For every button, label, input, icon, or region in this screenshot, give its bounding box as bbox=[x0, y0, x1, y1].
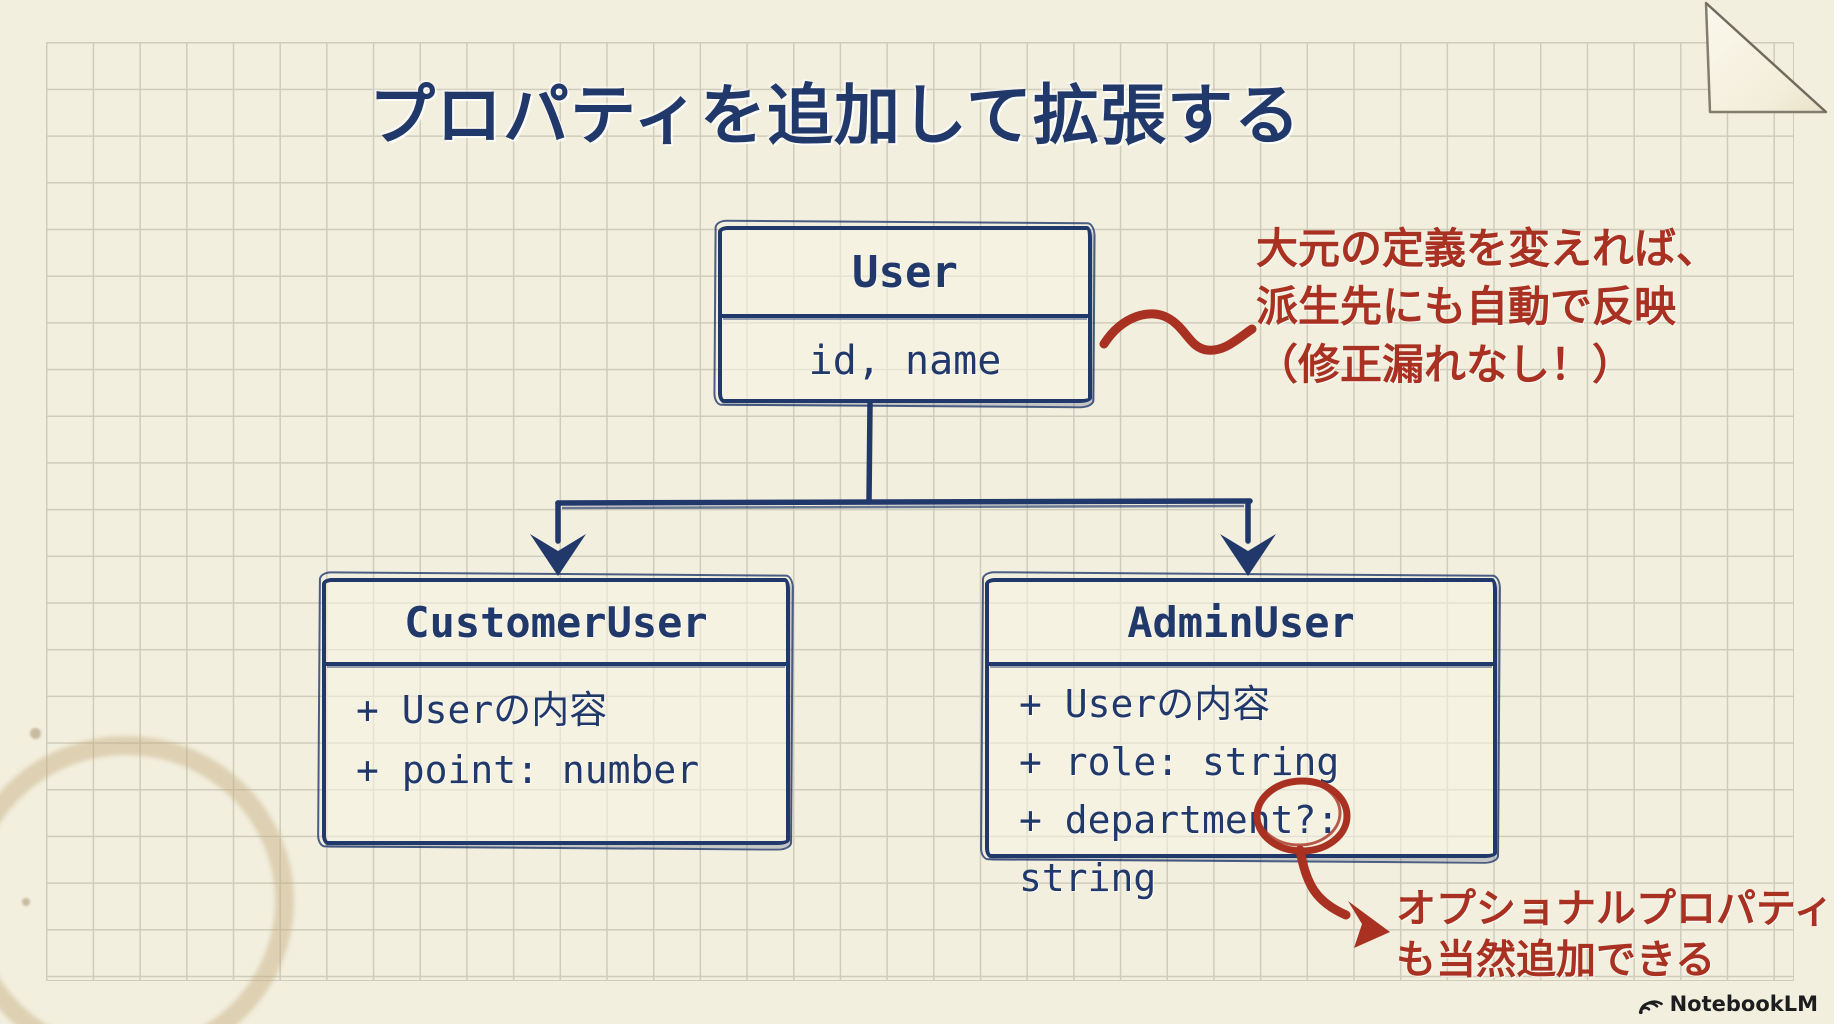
note-line: 大元の定義を変えれば、 bbox=[1256, 224, 1719, 273]
page-title: プロパティを追加して拡張する bbox=[368, 77, 1302, 154]
class-attributes: + Userの内容 + role: string + department?: … bbox=[989, 666, 1493, 907]
notebooklm-logo-text: NotebookLM bbox=[1669, 992, 1818, 1016]
notebooklm-logo-icon bbox=[1638, 1000, 1663, 1015]
class-box-user: User id, name bbox=[718, 226, 1092, 403]
attribute-line: + Userの内容 bbox=[1019, 682, 1271, 726]
class-attributes: + Userの内容 + point: number bbox=[326, 666, 786, 800]
grid-paper bbox=[46, 42, 1794, 981]
note-line: 派生先にも自動で反映 bbox=[1256, 282, 1677, 331]
class-box-customeruser: CustomerUser + Userの内容 + point: number bbox=[322, 578, 790, 845]
note-line: （修正漏れなし！） bbox=[1256, 340, 1635, 389]
attribute-line: + point: number bbox=[356, 748, 700, 792]
class-attributes: id, name bbox=[722, 318, 1088, 403]
class-box-adminuser: AdminUser + Userの内容 + role: string + dep… bbox=[985, 578, 1497, 900]
note-line: オプショナルプロパティ bbox=[1396, 886, 1834, 932]
attribute-line: + Userの内容 bbox=[356, 688, 608, 732]
note-line: も当然追加できる bbox=[1396, 937, 1716, 983]
class-title: AdminUser bbox=[989, 582, 1493, 666]
paper-fold-icon bbox=[1704, 1, 1828, 114]
annotation-optional-note: オプショナルプロパティ も当然追加できる bbox=[1396, 884, 1834, 986]
attribute-line: + role: string bbox=[1019, 740, 1340, 784]
attribute-line: id, name bbox=[808, 337, 1002, 384]
annotation-inheritance-note: 大元の定義を変えれば、 派生先にも自動で反映 （修正漏れなし！） bbox=[1256, 220, 1718, 394]
notebooklm-logo: NotebookLM bbox=[1637, 992, 1818, 1016]
class-title: CustomerUser bbox=[326, 582, 786, 666]
class-title: User bbox=[722, 230, 1088, 318]
ink-speck bbox=[22, 898, 30, 906]
ink-speck bbox=[30, 728, 41, 739]
